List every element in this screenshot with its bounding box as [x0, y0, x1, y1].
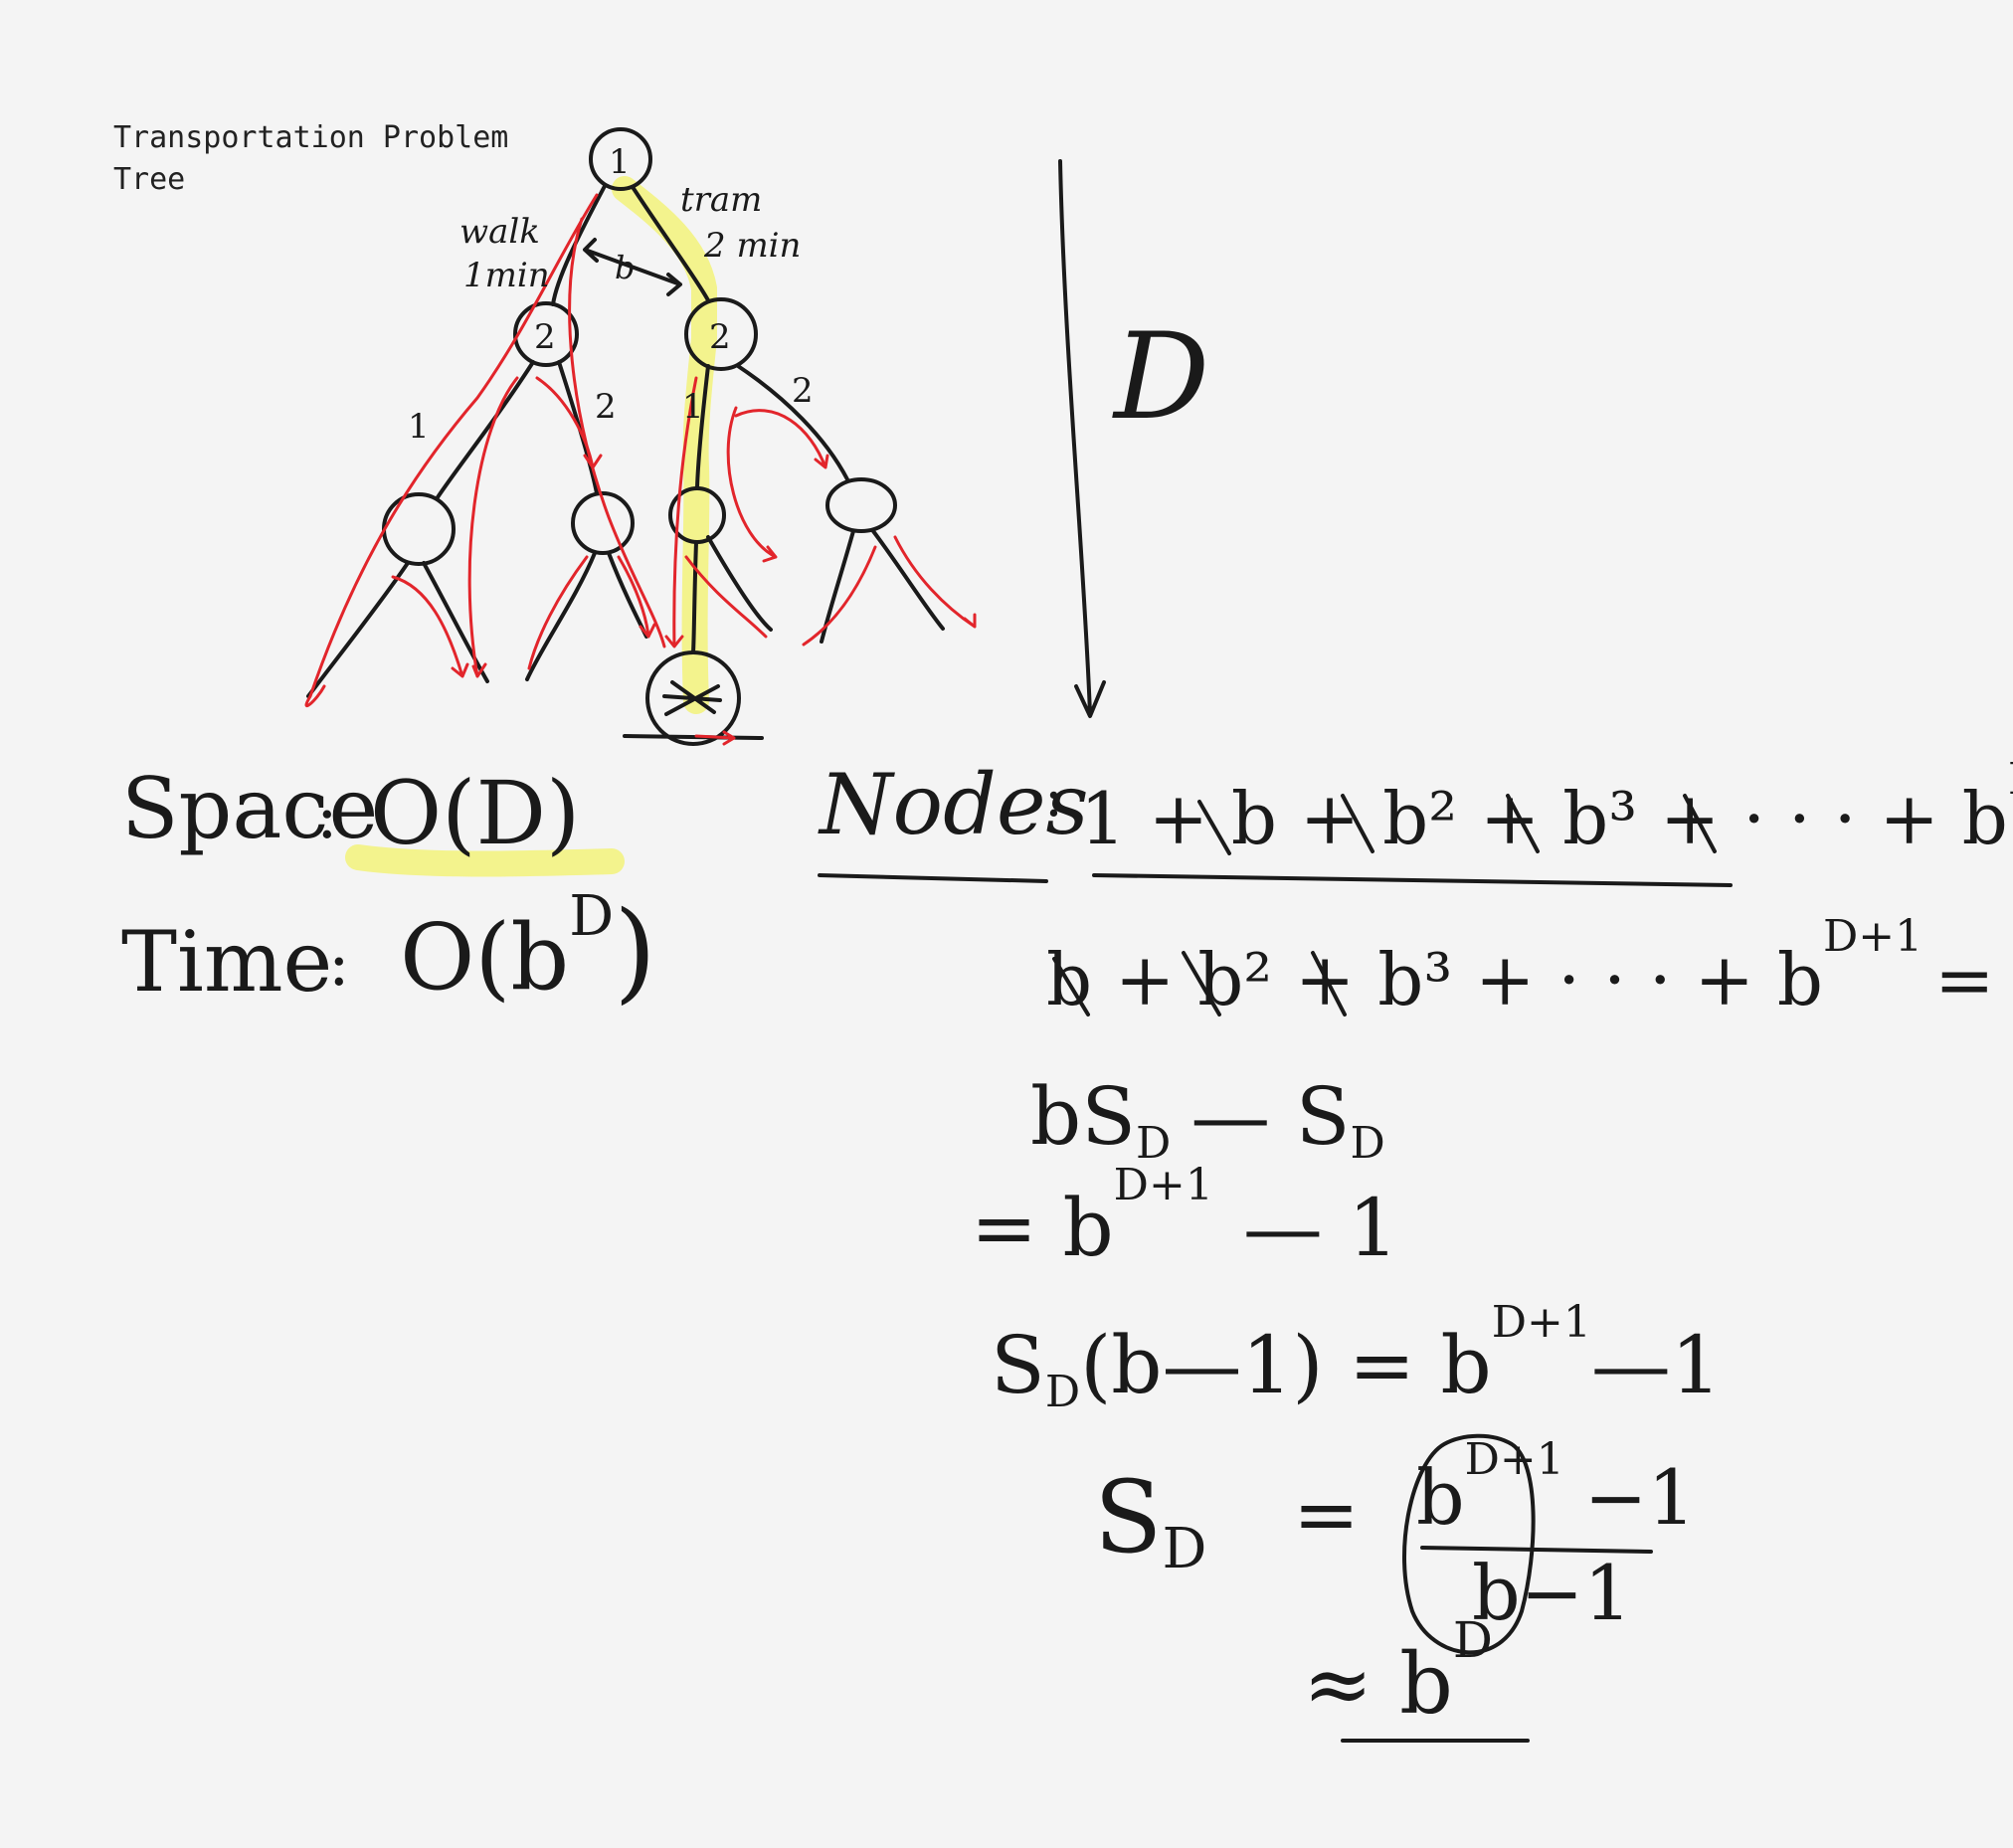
tree-node-l3-b [571, 491, 635, 555]
tree-labels: 1 2 2 walk 1min tram 2 min b 1 2 1 2 [408, 142, 814, 447]
edge-root-right [631, 185, 710, 302]
tree-node-l3-d [825, 477, 897, 533]
tram-cost-label: 2 min [703, 226, 801, 266]
tree-node-l2-right [684, 297, 758, 371]
depth-arrow [1058, 159, 1106, 718]
walk-label: walk [459, 212, 540, 252]
derivation-line-6-lhs: SD [1094, 1459, 1206, 1581]
space-value: O(D) [370, 762, 580, 864]
svg-text::: : [328, 927, 350, 1001]
fraction-bar-result [1420, 1546, 1653, 1554]
time-value: O(bD) [400, 884, 656, 1015]
edge-l2r-c [695, 364, 710, 489]
derivation-line-6-eq: = [1293, 1468, 1360, 1561]
traversal-arrows [304, 193, 977, 746]
complexity-block: Space : O(D) Time : O(bD) [121, 760, 656, 1015]
title-line-2: Tree [113, 162, 186, 197]
tree-node-root [589, 127, 652, 191]
l2-left-label: 2 [534, 317, 556, 357]
derivation-line-6-num: bD+1−1 [1416, 1434, 1696, 1542]
space-label: Space [121, 760, 378, 857]
goal-underline [623, 734, 764, 740]
title-line-1: Transportation Problem [113, 120, 509, 155]
l2-right-label: 2 [709, 317, 731, 357]
derivation-line-4: = bD+1— 1 [971, 1160, 1398, 1274]
derivation-line-5: SD(b—1) = bD+1—1 [991, 1297, 1722, 1417]
edge-label-3: 1 [682, 387, 704, 427]
nodes-label: Nodes [818, 756, 1089, 853]
page-title: Transportation Problem Tree [113, 117, 508, 201]
edge-l2r-d [736, 364, 849, 481]
edge-label-4: 2 [792, 371, 814, 411]
svg-text::: : [1044, 765, 1063, 830]
root-label: 1 [609, 142, 631, 182]
depth-indicator: D [1058, 159, 1209, 718]
edge-root-left [551, 184, 607, 306]
derivation-line-3: bSD— SD [1030, 1070, 1385, 1169]
time-label: Time [121, 913, 332, 1011]
edge-label-2: 2 [595, 387, 617, 427]
fraction-bar-series [1092, 873, 1733, 887]
leading-term-circle [1402, 1433, 1536, 1655]
derivation-line-7: ≈ bD [1303, 1611, 1493, 1733]
edge-label-1: 1 [408, 407, 430, 447]
depth-label: D [1112, 308, 1209, 447]
derivation-line-6-den: b−1 [1472, 1549, 1632, 1637]
nodes-underline [818, 873, 1048, 883]
tree-node-l3-a [382, 492, 456, 566]
series-line-1: 1 + b + b² + b³ + · · · + bD= SD [1080, 754, 2013, 867]
space-highlight [345, 844, 625, 877]
edge-l2l-a [436, 360, 535, 499]
search-tree [306, 127, 945, 746]
tree-node-l2-left [513, 301, 579, 367]
branching-label: b [615, 249, 635, 286]
walk-cost-label: 1min [463, 256, 550, 295]
svg-text::: : [316, 780, 338, 853]
tram-label: tram [680, 180, 762, 220]
series-line-2: b + b² + b³ + · · · + bD+1= bSD [1046, 911, 2013, 1028]
derivation-block: Nodes : 1 + b + b² + b³ + · · · + bD= SD… [818, 754, 2013, 1743]
